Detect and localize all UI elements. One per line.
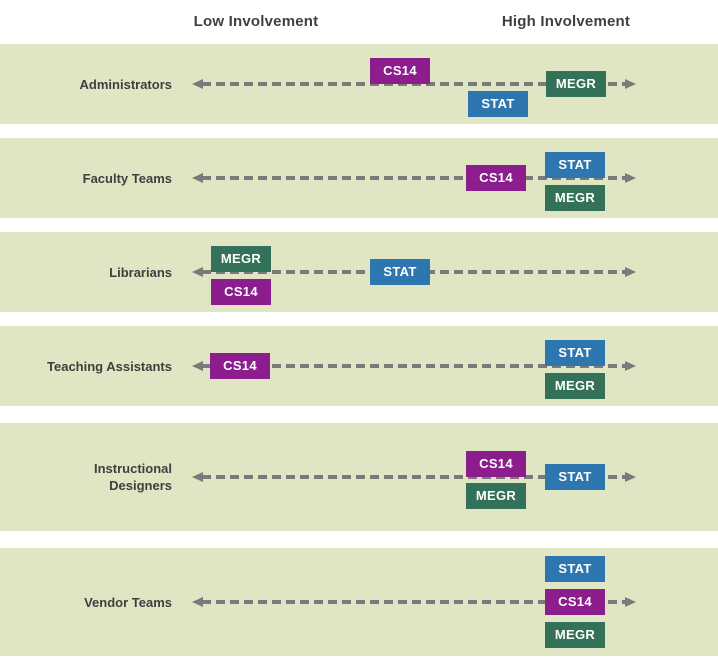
arrowhead-right-icon — [625, 267, 636, 277]
arrowhead-right-icon — [625, 597, 636, 607]
involvement-axis-arrow — [192, 595, 636, 609]
involvement-axis-arrow — [192, 359, 636, 373]
dashed-line — [202, 364, 626, 368]
involvement-axis-arrow — [192, 171, 636, 185]
marker-stat: STAT — [545, 556, 605, 582]
marker-stat: STAT — [468, 91, 528, 117]
involvement-axis-arrow — [192, 77, 636, 91]
arrowhead-left-icon — [192, 173, 203, 183]
marker-megr: MEGR — [211, 246, 271, 272]
row-label: Librarians — [0, 232, 180, 312]
row-label-text: Administrators — [79, 76, 172, 92]
arrowhead-right-icon — [625, 173, 636, 183]
arrowhead-left-icon — [192, 472, 203, 482]
arrowhead-right-icon — [625, 472, 636, 482]
arrowhead-left-icon — [192, 361, 203, 371]
low-involvement-heading: Low Involvement — [193, 13, 319, 30]
row-librarians: Librarians MEGR STAT CS14 — [0, 232, 718, 312]
marker-cs14: CS14 — [370, 58, 430, 84]
dashed-line — [202, 176, 626, 180]
marker-megr: MEGR — [545, 185, 605, 211]
row-label-text: Faculty Teams — [82, 170, 172, 186]
row-label-text: Designers — [109, 478, 172, 493]
marker-cs14: CS14 — [466, 165, 526, 191]
row-label: Faculty Teams — [0, 138, 180, 218]
marker-stat: STAT — [545, 340, 605, 366]
row-label-text: Instructional — [93, 461, 172, 476]
row-label: Vendor Teams — [0, 548, 180, 656]
row-label: Administrators — [0, 44, 180, 124]
marker-stat: STAT — [370, 259, 430, 285]
marker-cs14: CS14 — [545, 589, 605, 615]
dashed-line — [202, 475, 626, 479]
involvement-axis-arrow — [192, 470, 636, 484]
marker-megr: MEGR — [545, 373, 605, 399]
row-label-text: Vendor Teams — [84, 594, 172, 610]
diagram-header: Low Involvement High Involvement — [0, 0, 718, 44]
arrowhead-left-icon — [192, 79, 203, 89]
row-label-text: Teaching Assistants — [47, 358, 172, 374]
marker-stat: STAT — [545, 152, 605, 178]
marker-stat: STAT — [545, 464, 605, 490]
marker-cs14: CS14 — [466, 451, 526, 477]
arrowhead-right-icon — [625, 361, 636, 371]
dashed-line — [202, 82, 626, 86]
dashed-line — [202, 600, 626, 604]
marker-cs14: CS14 — [211, 279, 271, 305]
arrowhead-left-icon — [192, 597, 203, 607]
row-label: Teaching Assistants — [0, 326, 180, 406]
arrowhead-left-icon — [192, 267, 203, 277]
marker-megr: MEGR — [545, 622, 605, 648]
high-involvement-heading: High Involvement — [501, 13, 631, 30]
marker-cs14: CS14 — [210, 353, 270, 379]
arrowhead-right-icon — [625, 79, 636, 89]
marker-megr: MEGR — [466, 483, 526, 509]
row-label-text: Librarians — [109, 264, 172, 280]
marker-megr: MEGR — [546, 71, 606, 97]
